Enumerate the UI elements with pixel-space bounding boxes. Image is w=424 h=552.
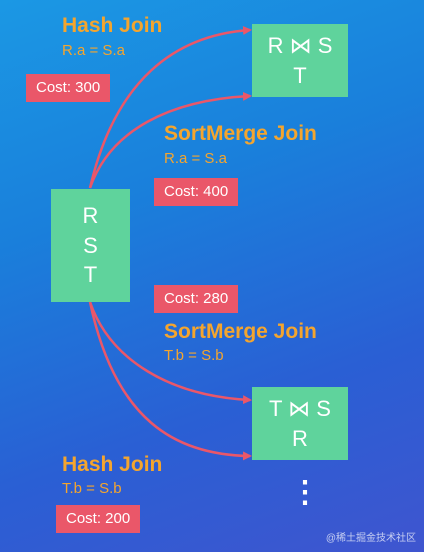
more-plans-ellipsis: ⋮ [290, 476, 320, 509]
edge-1-cost-badge: Cost: 300 [26, 74, 111, 102]
edge-2-cost-badge: Cost: 400 [154, 178, 239, 206]
node-rst-line-1: R [82, 202, 99, 228]
edge-2-condition: R.a = S.a [164, 150, 227, 167]
edge-3-condition: T.b = S.b [164, 347, 224, 364]
edge-4-algorithm: Hash Join [62, 453, 163, 476]
edge-hash-join-rs [88, 25, 252, 189]
edge-3-cost-badge: Cost: 280 [154, 285, 239, 313]
edge-1-algorithm: Hash Join [62, 14, 163, 37]
node-rs-join-t-line-2: T [293, 62, 307, 88]
edge-sortmerge-join-ts [88, 301, 252, 405]
node-ts-join-r-line-1: T ⋈ S [269, 395, 331, 421]
edge-sortmerge-join-rs [88, 91, 252, 189]
edge-2-algorithm: SortMerge Join [164, 122, 317, 145]
edge-1-condition: R.a = S.a [62, 42, 125, 59]
node-rst: R S T [51, 189, 130, 302]
node-rs-join-t: R ⋈ S T [252, 24, 348, 97]
edge-3-algorithm: SortMerge Join [164, 320, 317, 343]
edge-4-condition: T.b = S.b [62, 480, 122, 497]
node-rs-join-t-line-1: R ⋈ S [267, 32, 333, 58]
watermark: @稀土掘金技术社区 [325, 533, 416, 544]
node-ts-join-r: T ⋈ S R [252, 387, 348, 460]
edge-4-cost-badge: Cost: 200 [56, 505, 141, 533]
node-rst-line-3: T [83, 262, 98, 288]
node-ts-join-r-line-2: R [292, 425, 308, 451]
node-rst-line-2: S [83, 232, 98, 258]
edge-hash-join-ts [88, 301, 252, 461]
